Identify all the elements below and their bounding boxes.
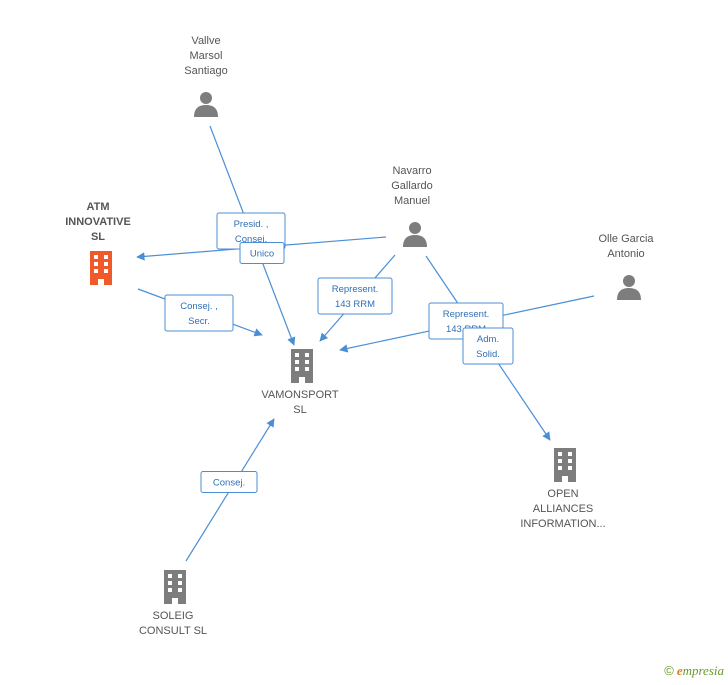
node-label: CONSULT SL	[139, 625, 207, 637]
node-label: Marsol	[189, 50, 222, 62]
edge-label-navarro-to-open: Adm. Solid.	[462, 327, 514, 365]
brand-footer: ©empresia	[664, 663, 724, 679]
edge-label-atm-to-vamonsport: Consej. , Secr.	[164, 294, 234, 332]
copyright-symbol: ©	[664, 663, 674, 678]
edge-label-text: 143 RRM	[335, 299, 375, 310]
edge-label-text: Solid.	[476, 349, 500, 360]
edge-label-text: Consej.	[213, 478, 245, 489]
nodes-layer: VallveMarsolSantiagoNavarroGallardoManue…	[65, 35, 654, 637]
building-icon	[90, 251, 112, 285]
node-label: Antonio	[607, 248, 644, 260]
node-label: SL	[91, 231, 105, 243]
node-soleig[interactable]: SOLEIG CONSULT SL	[139, 570, 207, 637]
edge-label-text: Presid. ,	[234, 219, 269, 230]
node-label: Olle Garcia	[598, 233, 654, 245]
node-label: INNOVATIVE	[65, 216, 131, 228]
edge-label-navarro-to-vamonsport: Represent. 143 RRM	[317, 277, 393, 315]
edge-label-text: Unico	[250, 249, 274, 260]
node-label: SOLEIG	[153, 610, 194, 622]
edge-label-soleig-to-vamonsport: Consej.	[200, 471, 258, 493]
edge-label-navarro-to-atm: Unico	[239, 242, 285, 264]
person-icon	[194, 92, 218, 117]
node-label: VAMONSPORT	[261, 389, 338, 401]
node-label: Santiago	[184, 65, 227, 77]
building-icon	[164, 570, 186, 604]
node-label: Manuel	[394, 195, 430, 207]
edge-label-text: Consej. ,	[180, 301, 218, 312]
edge-label-text: Adm.	[477, 334, 499, 345]
node-label: Gallardo	[391, 180, 433, 192]
person-icon	[403, 222, 427, 247]
node-label: Vallve	[191, 35, 220, 47]
brand-initial: e	[676, 663, 683, 678]
edge-label-text: Consej.	[235, 234, 267, 245]
building-icon	[554, 448, 576, 482]
person-icon	[617, 275, 641, 300]
node-label: INFORMATION...	[520, 518, 605, 530]
edge-label-text: Represent.	[443, 309, 489, 320]
edges-layer	[136, 125, 595, 562]
node-label: SL	[293, 404, 306, 416]
node-vamonsport[interactable]: VAMONSPORT SL	[261, 349, 339, 416]
node-atm[interactable]: ATM INNOVATIVE SL	[65, 201, 131, 285]
edge-label-box	[317, 277, 393, 315]
node-label: OPEN	[547, 488, 578, 500]
brand-name: mpresia	[682, 663, 724, 678]
edge-label-box	[164, 294, 234, 332]
edge-label-box	[462, 327, 514, 365]
building-icon	[291, 349, 313, 383]
node-label: Navarro	[392, 165, 431, 177]
edge-label-box	[239, 242, 285, 264]
node-open[interactable]: OPEN ALLIANCES INFORMATION...	[520, 448, 606, 530]
edge-label-text: Represent.	[332, 284, 378, 295]
edge-label-text: Secr.	[188, 316, 210, 327]
edge-label-box	[200, 471, 258, 493]
node-label: ALLIANCES	[533, 503, 594, 515]
node-label: ATM	[86, 201, 109, 213]
